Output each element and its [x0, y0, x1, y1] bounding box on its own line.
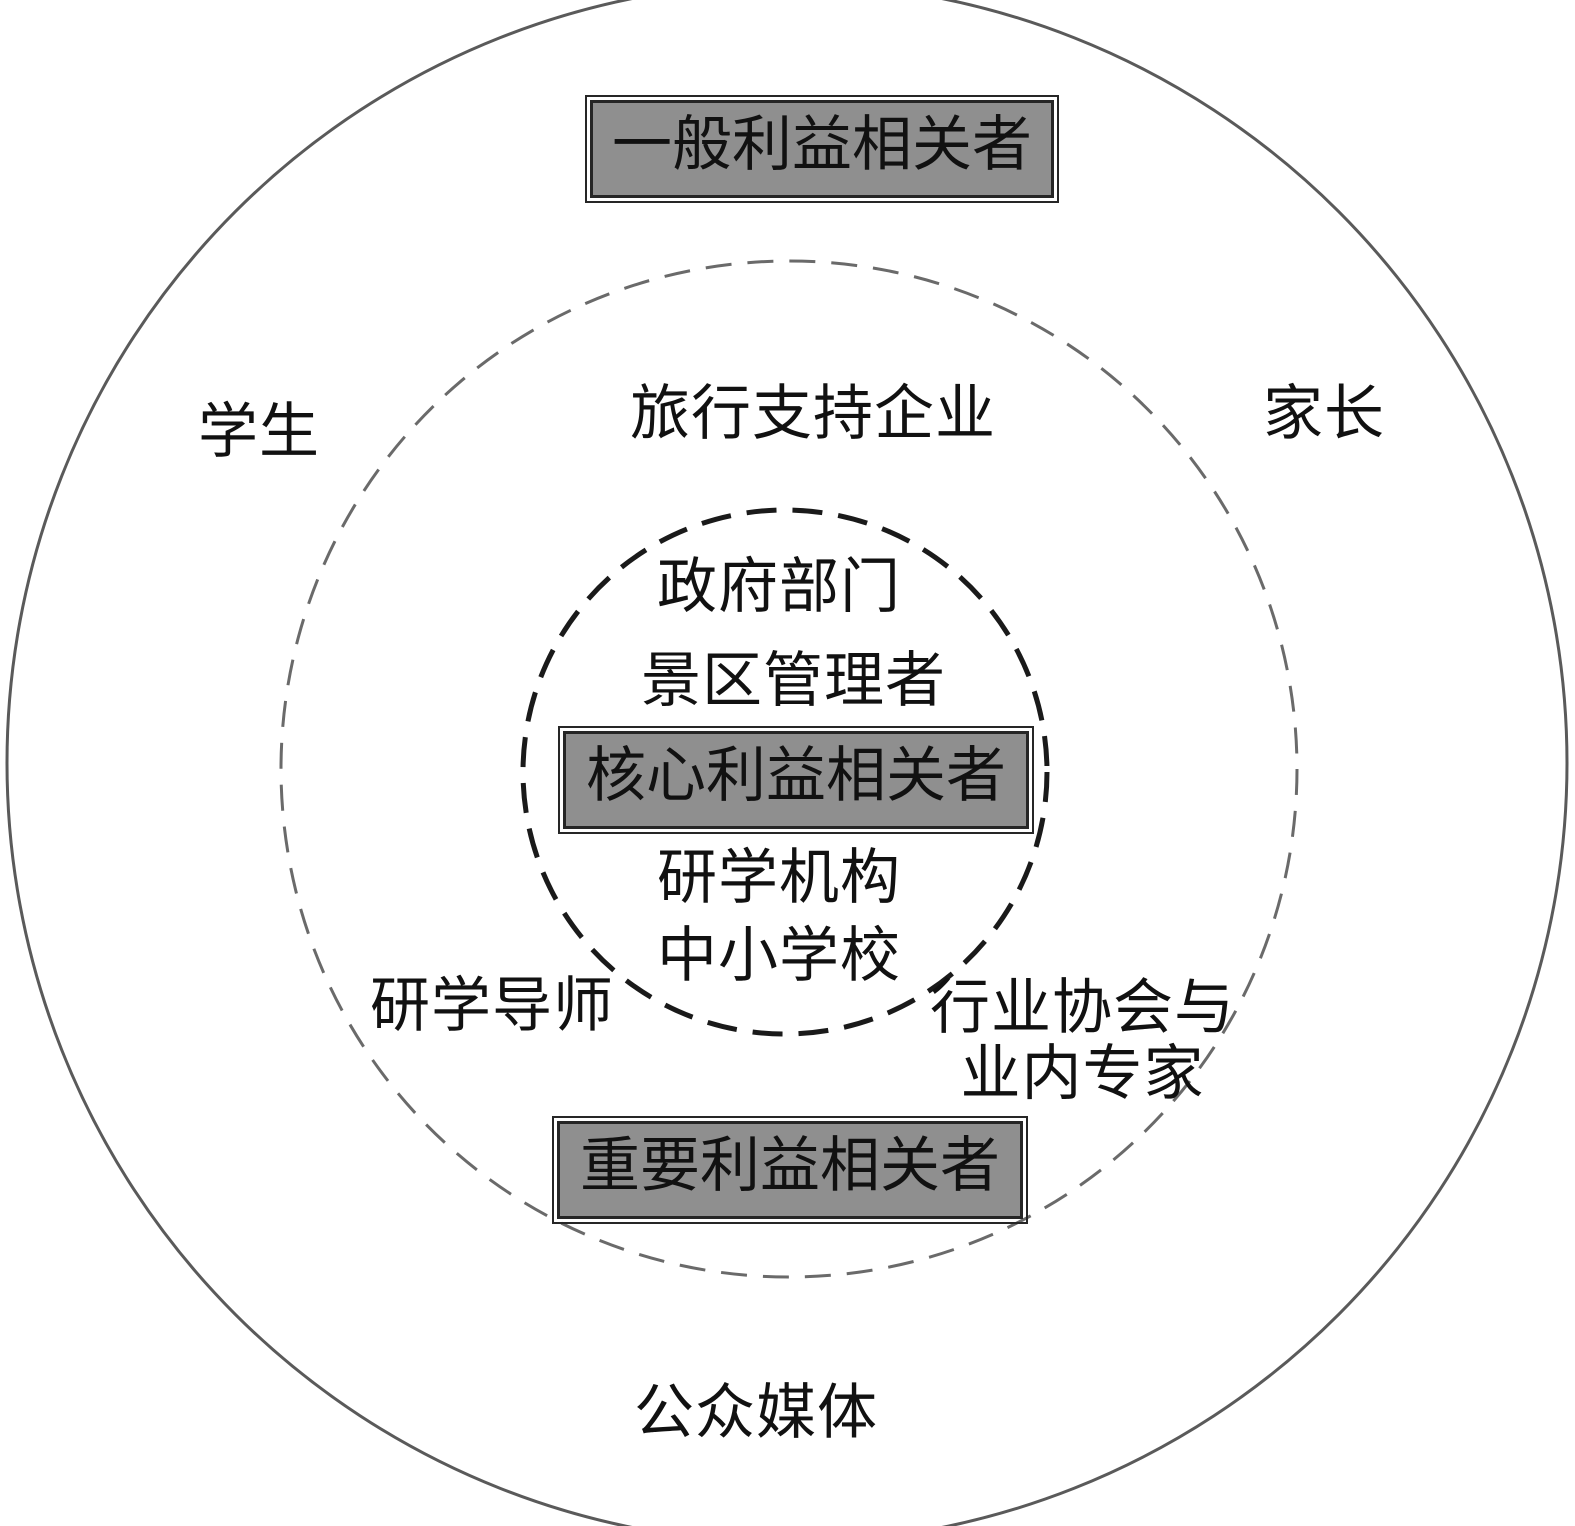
tier-label-core: 核心利益相关者 — [586, 741, 1006, 811]
important-stakeholder-ring — [279, 259, 1299, 1279]
label-primary-secondary-schools: 中小学校 — [657, 921, 901, 991]
label-industry-line-2: 业内专家 — [960, 1039, 1205, 1109]
tier-label-important: 重要利益相关者 — [580, 1131, 1000, 1201]
general-stakeholder-ring — [5, 0, 1569, 1526]
tier-label-general: 一般利益相关者 — [612, 110, 1032, 180]
label-public-media: 公众媒体 — [634, 1378, 878, 1448]
label-travel-support-enterprises: 旅行支持企业 — [630, 379, 996, 449]
tier-badge-core: 核心利益相关者 — [558, 726, 1034, 834]
label-government-departments: 政府部门 — [657, 552, 901, 622]
label-industry-associations-experts: 行业协会与 业内专家 — [930, 975, 1235, 1107]
label-industry-line-1: 行业协会与 — [930, 973, 1235, 1043]
tier-badge-general: 一般利益相关者 — [585, 95, 1059, 203]
label-scenic-area-managers: 景区管理者 — [641, 646, 946, 716]
tier-badge-important: 重要利益相关者 — [552, 1116, 1028, 1224]
core-stakeholder-ring — [520, 507, 1050, 1037]
label-students: 学生 — [198, 397, 320, 467]
label-study-tutors: 研学导师 — [370, 971, 614, 1041]
label-parents: 家长 — [1263, 379, 1385, 449]
label-study-institutions: 研学机构 — [657, 843, 901, 913]
